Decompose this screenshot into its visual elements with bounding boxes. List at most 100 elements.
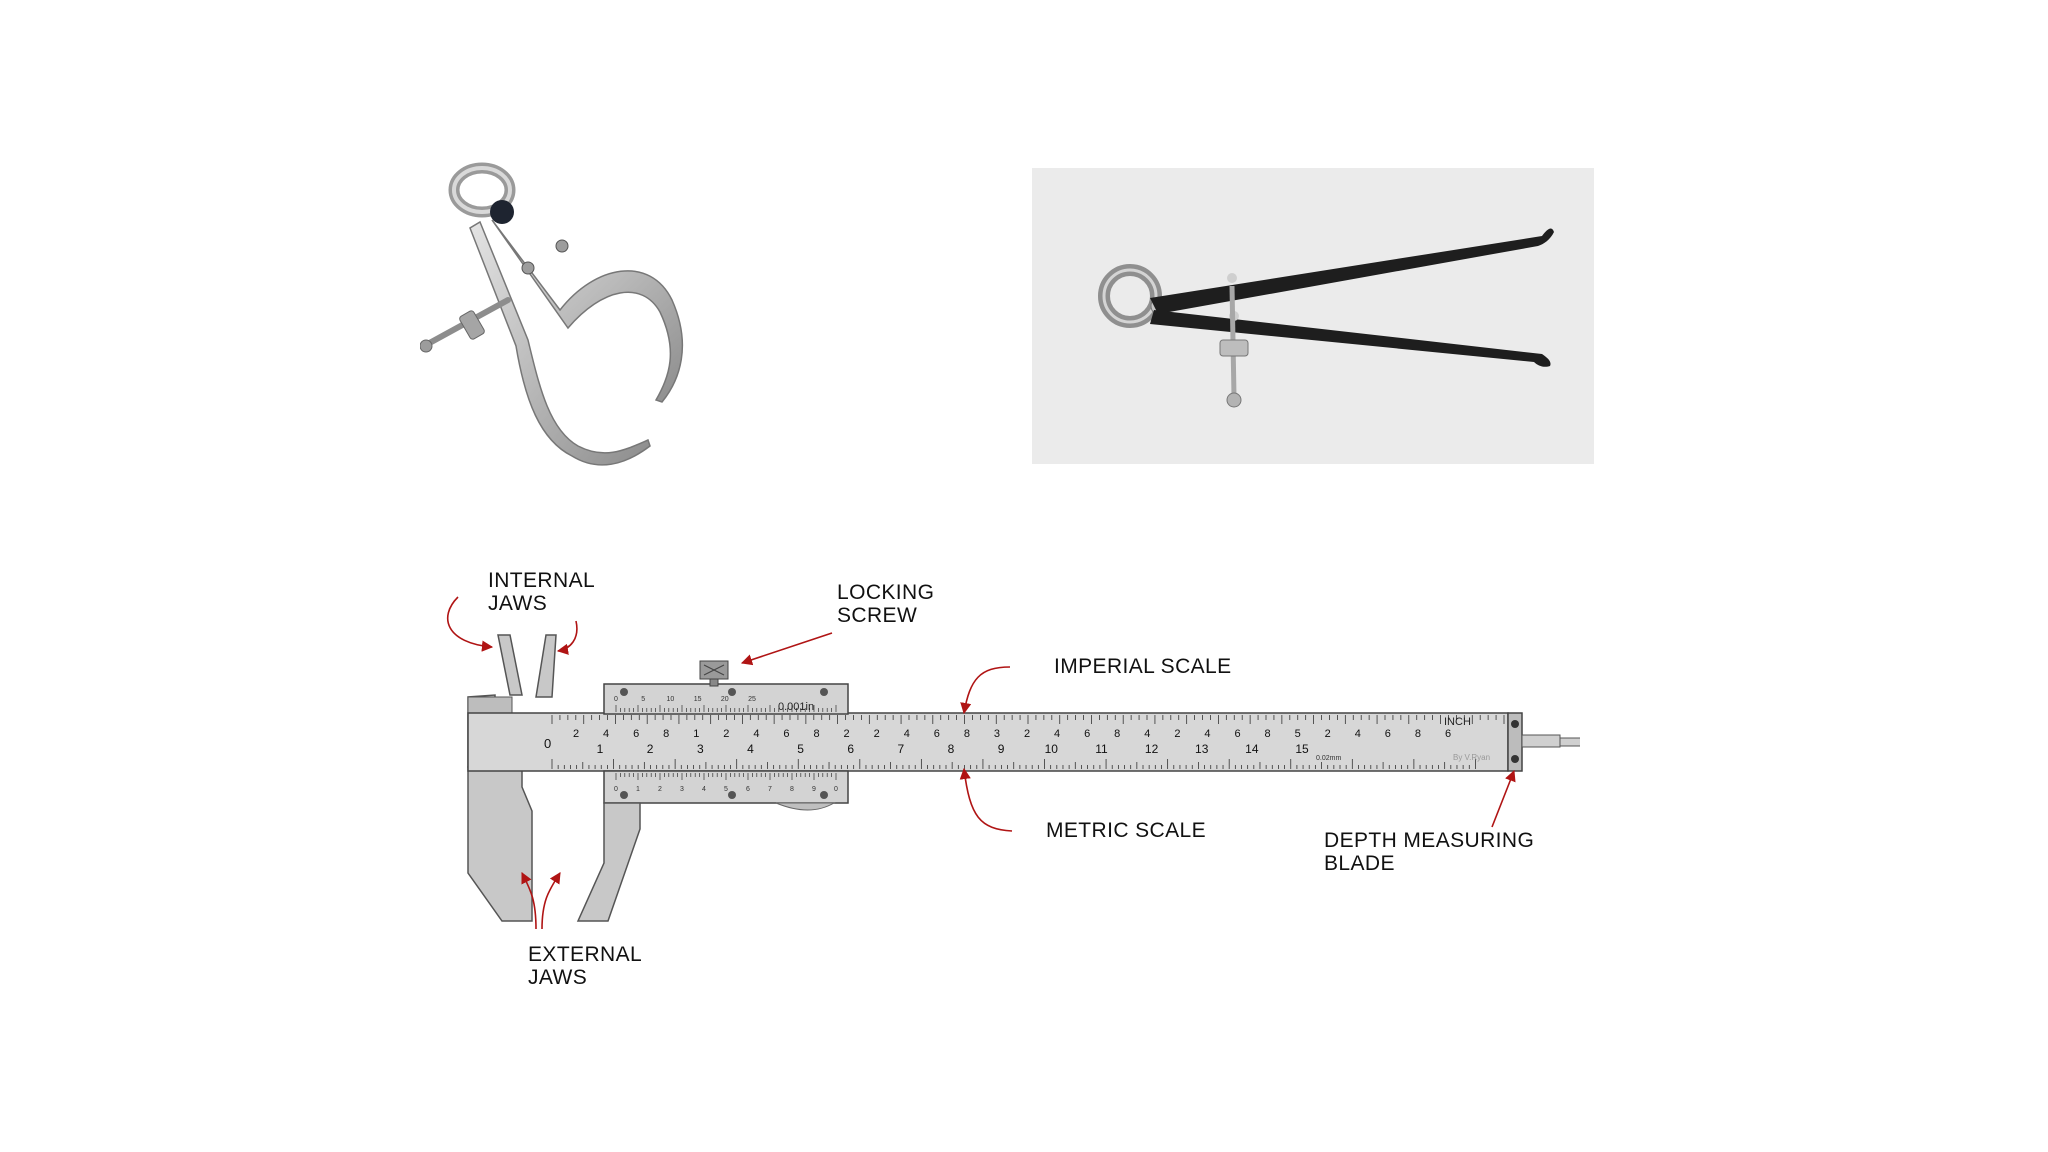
callout-arrows	[446, 596, 1516, 930]
imperial-number: 4	[1144, 728, 1150, 740]
imperial-number: 8	[1265, 728, 1271, 740]
imperial-number: 6	[633, 728, 639, 740]
metric-scale-label: METRIC SCALE	[1046, 819, 1206, 842]
vernier-bottom-number: 2	[658, 786, 662, 793]
outside-caliper-illustration	[419, 162, 684, 466]
metric-vernier-ticks	[615, 773, 837, 780]
imperial-number: 3	[994, 728, 1000, 740]
main-beam	[467, 712, 1523, 772]
vernier-top-number: 10	[667, 696, 675, 703]
metric-scale-arrow	[959, 767, 1013, 832]
imperial-scale-arrow	[960, 666, 1011, 715]
outside-caliper-photo	[419, 150, 780, 490]
metric-number: 15	[1295, 742, 1309, 756]
imperial-number: 8	[663, 728, 669, 740]
imperial-number: 2	[844, 728, 850, 740]
imperial-number: 2	[874, 728, 880, 740]
metric-number: 2	[647, 742, 654, 756]
imperial-number: 2	[1325, 728, 1331, 740]
imperial-number: 4	[603, 728, 609, 740]
imperial-vernier-ticks	[615, 705, 837, 712]
vernier-bottom-number: 7	[768, 786, 772, 793]
vernier-top-number: 5	[641, 696, 645, 703]
metric-vernier-unit-label: 0.02mm	[1316, 755, 1341, 762]
credit-label: By V.Ryan	[1453, 753, 1490, 762]
imperial-number: 6	[783, 728, 789, 740]
imperial-number: 8	[813, 728, 819, 740]
vernier-bottom-number: 4	[702, 786, 706, 793]
vernier-bottom-number: 3	[680, 786, 684, 793]
caliper-legs	[469, 219, 684, 466]
caliper-legs	[1150, 228, 1554, 367]
imperial-number: 6	[1234, 728, 1240, 740]
metric-scale-ticks	[551, 759, 1476, 769]
imperial-number: 2	[573, 728, 579, 740]
metric-number: 12	[1145, 742, 1159, 756]
vernier-top-number: 0	[614, 696, 618, 703]
spring-ring	[448, 162, 516, 218]
imperial-number: 6	[1445, 728, 1451, 740]
imperial-number: 6	[1385, 728, 1391, 740]
metric-number: 11	[1095, 742, 1108, 756]
internal-jaws-arrow-left	[446, 596, 494, 652]
imperial-number: 4	[1204, 728, 1210, 740]
imperial-number: 2	[723, 728, 729, 740]
internal-jaws-label: INTERNAL JAWS	[488, 569, 596, 615]
imperial-number: 6	[934, 728, 940, 740]
metric-number: 9	[998, 742, 1005, 756]
inch-label: INCH	[1444, 716, 1471, 728]
external-jaws-arrow-left	[521, 871, 537, 930]
inside-caliper-photo	[1032, 168, 1594, 464]
vernier-top-number: 20	[721, 696, 729, 703]
metric-number: 7	[898, 742, 905, 756]
external-jaws-arrow-right	[541, 872, 561, 930]
depth-blade-arrow	[1491, 769, 1516, 828]
metric-number: 6	[847, 742, 854, 756]
pivot-nut	[490, 200, 569, 275]
vernier-bottom-number: 5	[724, 786, 728, 793]
adjusting-screw	[1219, 285, 1249, 408]
vernier-bottom-number: 8	[790, 786, 794, 793]
imperial-number: 2	[1174, 728, 1180, 740]
metric-number: 1	[597, 742, 604, 756]
imperial-number: 8	[1415, 728, 1421, 740]
locking-screw-arrow	[740, 632, 833, 666]
imperial-number: 5	[1295, 728, 1301, 740]
zero-mark: 0	[544, 736, 551, 751]
metric-vernier-numbers: 0 1 2 3 4 5 6 7 8 9 0	[614, 786, 838, 793]
imperial-scale-ticks	[551, 715, 1505, 724]
sliding-jaw	[535, 634, 849, 922]
internal-jaws-arrow-right	[556, 620, 578, 655]
depth-measuring-blade-label: DEPTH MEASURING BLADE	[1324, 829, 1535, 875]
imperial-number: 1	[693, 728, 699, 740]
locking-screw-knob	[699, 660, 729, 687]
imperial-number: 4	[753, 728, 759, 740]
metric-number: 10	[1045, 742, 1059, 756]
imperial-number: 2	[1024, 728, 1030, 740]
inside-caliper-illustration	[1098, 228, 1554, 408]
locking-screw-label: LOCKING SCREW	[837, 581, 935, 627]
imperial-number: 4	[1054, 728, 1060, 740]
metric-number: 14	[1245, 742, 1259, 756]
vernier-bottom-number: 9	[812, 786, 816, 793]
imperial-number: 6	[1084, 728, 1090, 740]
imperial-scale-label: IMPERIAL SCALE	[1054, 655, 1232, 678]
imperial-number: 8	[964, 728, 970, 740]
adjusting-screw	[419, 297, 511, 353]
vernier-bottom-number: 0	[614, 786, 618, 793]
fixed-jaw	[467, 634, 533, 922]
vernier-bottom-number: 0	[834, 786, 838, 793]
metric-number: 4	[747, 742, 754, 756]
vernier-top-number: 15	[694, 696, 702, 703]
imperial-number: 4	[904, 728, 910, 740]
metric-number: 13	[1195, 742, 1209, 756]
metric-number: 3	[697, 742, 704, 756]
vernier-bottom-number: 1	[636, 786, 640, 793]
vernier-bottom-number: 6	[746, 786, 750, 793]
external-jaws-label: EXTERNAL JAWS	[528, 943, 643, 989]
imperial-number: 8	[1114, 728, 1120, 740]
